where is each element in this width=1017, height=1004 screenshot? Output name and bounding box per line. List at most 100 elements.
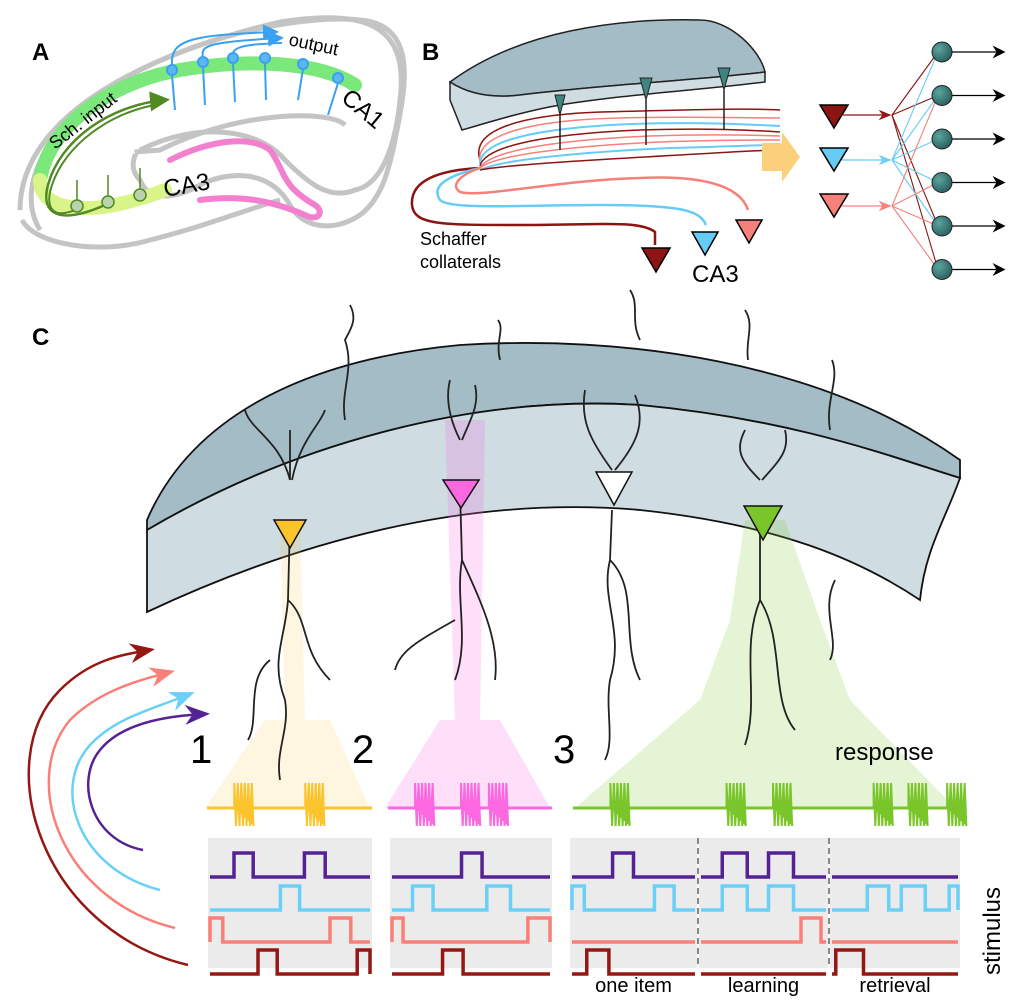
schaffer-fibers (477, 108, 781, 171)
stimulus-background (830, 838, 960, 968)
net-input-light-blue (818, 147, 850, 173)
segment-labels: one item learning retrieval (595, 975, 930, 997)
b-slab-side (449, 71, 766, 131)
network-edge (891, 205, 939, 270)
output-label: output (287, 29, 340, 59)
hippocampus-lower-outline (19, 197, 281, 250)
network-edge (891, 159, 939, 183)
collaterals-label: collaterals (420, 252, 501, 272)
network-edge (891, 51, 939, 161)
ca1-band (33, 56, 362, 187)
ca1-label: CA1 (336, 84, 389, 135)
response-burst (609, 782, 631, 827)
schaffer-label: Schaffer (420, 229, 487, 249)
network-edge (891, 205, 939, 227)
ca3-neurons (70, 168, 147, 213)
hippocampus-inner-outline (17, 15, 404, 211)
light-blue-ca3-cell (690, 231, 720, 257)
dendrite-trees (244, 289, 836, 781)
response-burst (907, 782, 929, 827)
stimulus-trace-blue (570, 884, 695, 912)
stimulus-trace-purple (210, 851, 370, 879)
stimulus-trace-darkred (392, 948, 550, 976)
segment-label: learning (728, 975, 799, 997)
output-node (931, 259, 953, 280)
panel-b: B Schaffer collaterals CA3 (410, 19, 1006, 288)
dentate-gyrus (167, 138, 323, 221)
stimulus-trace-salmon (208, 916, 370, 944)
segment-label: one item (595, 975, 672, 997)
stimulus-trace-purple (701, 851, 826, 879)
stimulus-trace-purple (392, 851, 550, 879)
stimulus-trace-darkred (210, 948, 372, 976)
stimulus-trace-purple (572, 851, 695, 879)
panel-c-label: C (32, 324, 49, 351)
response-burst (414, 782, 436, 827)
response-label: response (835, 739, 934, 766)
net-input-lines (842, 109, 892, 212)
cell3-soma (594, 471, 634, 507)
light-blue-axon (436, 166, 708, 226)
cell2-soma (441, 479, 481, 510)
network-edges (891, 51, 939, 270)
response-burst (771, 782, 794, 827)
feedback-arcs (27, 643, 210, 967)
network-edge (891, 95, 939, 207)
c-slab-side (146, 402, 962, 614)
schaffer-input-path (48, 103, 161, 215)
stimulus-trace-salmon (390, 916, 552, 944)
output-node (931, 85, 953, 106)
network-edge (891, 114, 939, 227)
ca1-neurons (166, 52, 344, 116)
salmon-axon (454, 166, 750, 211)
network-output-nodes (931, 41, 1006, 280)
stimulus-traces (208, 838, 960, 976)
stimulus-trace-blue (210, 884, 370, 912)
response-burst (725, 782, 747, 827)
panel-a-label: A (32, 39, 49, 66)
stimulus-trace-salmon (701, 916, 826, 944)
case-1-number: 1 (190, 728, 212, 772)
stimulus-trace-blue (392, 884, 550, 912)
stimulus-label: stimulus (979, 887, 1006, 975)
ca1-output-arrows (170, 24, 284, 66)
response-burst (304, 782, 326, 827)
schaffer-input-arrow (45, 91, 170, 217)
cell1-soma (272, 519, 308, 550)
transition-arrow (762, 132, 800, 182)
salmon-ca3-cell (734, 219, 764, 245)
stimulus-trace-blue (832, 884, 960, 912)
dark-red-axon (410, 166, 657, 245)
case-3-number: 3 (553, 728, 575, 772)
response-burst (460, 782, 482, 827)
output-node (931, 215, 953, 237)
cell2-glow (385, 420, 550, 808)
b-ca3-label: CA3 (692, 261, 739, 288)
b-pyramidal-cells (554, 67, 731, 150)
output-node (931, 172, 953, 193)
panel-c: C (27, 289, 1006, 997)
response-traces (207, 782, 968, 827)
panel-a: A output CA1 Sch. input CA3 (17, 15, 407, 250)
segment-label: retrieval (859, 975, 930, 997)
stimulus-background (390, 838, 552, 968)
network-edge (891, 51, 939, 116)
case-2-number: 2 (352, 728, 374, 772)
cell4-glow (575, 520, 955, 808)
dark-red-ca3-cell (640, 247, 672, 274)
cell1-glow (205, 520, 370, 808)
output-node (931, 41, 953, 63)
stimulus-background (699, 838, 828, 968)
stimulus-trace-blue (701, 884, 826, 912)
output-node (931, 128, 953, 150)
response-burst (946, 782, 968, 827)
network-edge (891, 159, 939, 227)
response-burst (487, 782, 510, 827)
network-edge (891, 182, 939, 207)
response-burst (872, 782, 894, 827)
stimulus-trace-darkred (832, 948, 958, 976)
net-input-dark-red (818, 104, 850, 130)
network-edge (891, 95, 939, 161)
